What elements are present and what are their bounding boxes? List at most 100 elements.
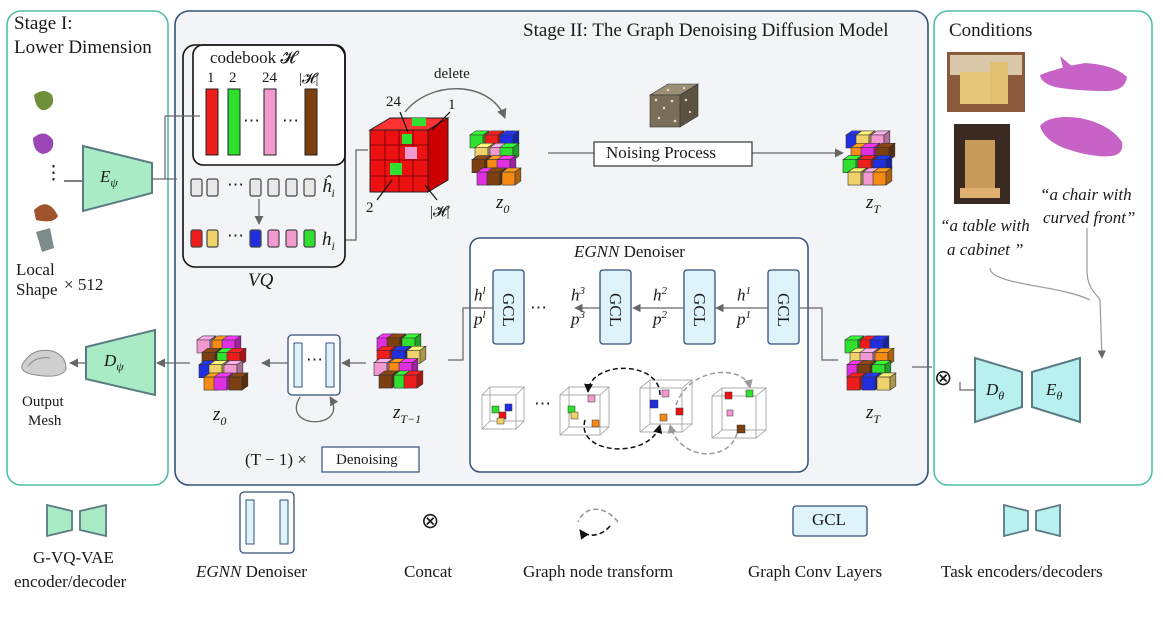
codebook-ellipsis-2: ⋯ [282,111,299,130]
graph-transform-arrows [583,367,753,455]
h-ellipsis: ⋯ [227,226,244,245]
quote-table-1: “a table with [940,216,1030,235]
feature-hl: hl [474,285,486,305]
condition-chair-shape [1040,117,1123,157]
h-vectors [190,229,316,248]
cube-label-h: |𝓗| [430,204,450,220]
zT1-label: zT−1 [393,402,422,426]
codebook-ellipsis: ⋯ [243,111,260,130]
vq-label: VQ [248,270,274,291]
gcl-label-l: GCL [499,293,518,327]
cube-label-2: 2 [366,200,374,216]
stage1-title-line2: Lower Dimension [14,37,152,58]
legend-concat-label: Concat [404,562,453,581]
gcl-blocks [492,269,800,345]
z0-bottom-label: z0 [213,404,227,428]
feature-p1: p1 [737,309,751,329]
noising-process-label: Noising Process [606,143,717,162]
egnn-title: EGNN Denoiser [574,242,685,261]
zT-top-cluster [842,130,896,186]
gcl-ellipsis: ⋯ [530,298,547,317]
noise-cube [648,83,700,128]
denoiser-mini-ellipsis: ⋯ [306,350,323,369]
feature-h1: h1 [737,285,751,305]
legend-vqvae-line2: encoder/decoder [14,572,127,591]
local-shape-label-2: Shape [16,280,58,299]
quote-chair-2: curved front” [1043,208,1136,227]
condition-chair-photo [954,124,1010,204]
delete-label: delete [434,66,470,82]
z0-bottom-cluster [196,335,249,391]
output-mesh-car [21,349,67,377]
zT-bottom-label: zT [866,402,881,426]
local-shape-thumbnails [33,91,58,252]
gcl-label-3: GCL [606,293,625,327]
legend-egnn-label: EGNN Denoiser [196,562,307,581]
shape-count: × 512 [64,275,104,294]
codebook-label-h: |𝓗| [299,71,319,87]
stage1-title-line1: Stage I: [14,13,73,34]
concat-symbol: ⊗ [934,365,953,390]
conditions-title: Conditions [949,20,1033,41]
feature-h3: h3 [571,285,585,305]
repeat-label: (T − 1) × [245,450,307,469]
task-decoder-label: Dθ [986,380,1005,403]
zT-bottom-cluster [844,335,897,391]
feature-p3: p3 [571,309,585,329]
decoder-d-psi-shape [85,328,156,397]
decoder-label: Dψ [104,351,124,374]
egnn-denoiser-box [469,237,809,473]
h-hat-ellipsis: ⋯ [227,175,244,194]
vq-box [182,44,346,268]
h-hat-vectors [190,178,316,197]
noising-process-box [593,141,753,167]
codebook-label-1: 1 [207,70,215,86]
output-mesh-label-1: Output [22,394,64,410]
condition-plane-shape [1040,56,1127,91]
full-codebook-cube [368,117,450,193]
legend-graph-transform-label: Graph node transform [523,562,674,581]
graph-nodes [491,389,754,434]
shape-dots: ⋮ [44,163,63,184]
legend-vqvae-line1: G-VQ-VAE [33,548,114,567]
feature-p2: p2 [653,309,667,329]
zT1-bottom-cluster [373,333,427,389]
gcl-label-2: GCL [690,293,709,327]
output-mesh-label-2: Mesh [28,413,62,429]
stage2-title: Stage II: The Graph Denoising Diffusion … [523,20,889,41]
cube-label-1: 1 [448,97,456,113]
z0-top-cluster [469,130,522,186]
task-encoder-e-theta-shape [1031,356,1081,424]
cube-label-24: 24 [386,94,401,110]
z0-top-label: z0 [496,192,510,216]
legend-concat-symbol: ⊗ [421,508,440,533]
graph-ellipsis: ⋯ [534,394,551,413]
encoder-e-psi-shape [82,144,153,213]
gcl-label-1: GCL [774,293,793,327]
encoder-label: Eψ [100,167,118,190]
task-encoder-label: Eθ [1046,380,1063,403]
task-decoder-d-theta-shape [974,356,1023,424]
zT-top-label: zT [866,192,881,216]
h-hat-label: ĥi [322,176,335,200]
legend-task-icon [1003,503,1029,538]
codebook-label-2: 2 [229,70,237,86]
legend-vqvae-icon [46,503,73,538]
denoising-box [321,446,420,473]
codebook-label-24: 24 [262,70,277,86]
legend-gcl-icon [792,505,868,537]
feature-h2: h2 [653,285,667,305]
legend-task-label: Task encoders/decoders [941,562,1103,581]
h-label: hi [322,229,335,253]
legend-graph-transform-icon [577,508,619,540]
denoising-label: Denoising [336,452,398,468]
codebook-title: codebook 𝓗 [210,48,296,67]
local-shape-label-1: Local [16,260,55,279]
legend-gcl-box-label: GCL [812,510,846,529]
quote-table-2: a cabinet ” [947,240,1024,259]
quote-chair-1: “a chair with [1040,185,1132,204]
feature-pl: pl [474,309,486,329]
legend-gcl-label: Graph Conv Layers [748,562,883,581]
condition-table-photo [947,52,1025,112]
